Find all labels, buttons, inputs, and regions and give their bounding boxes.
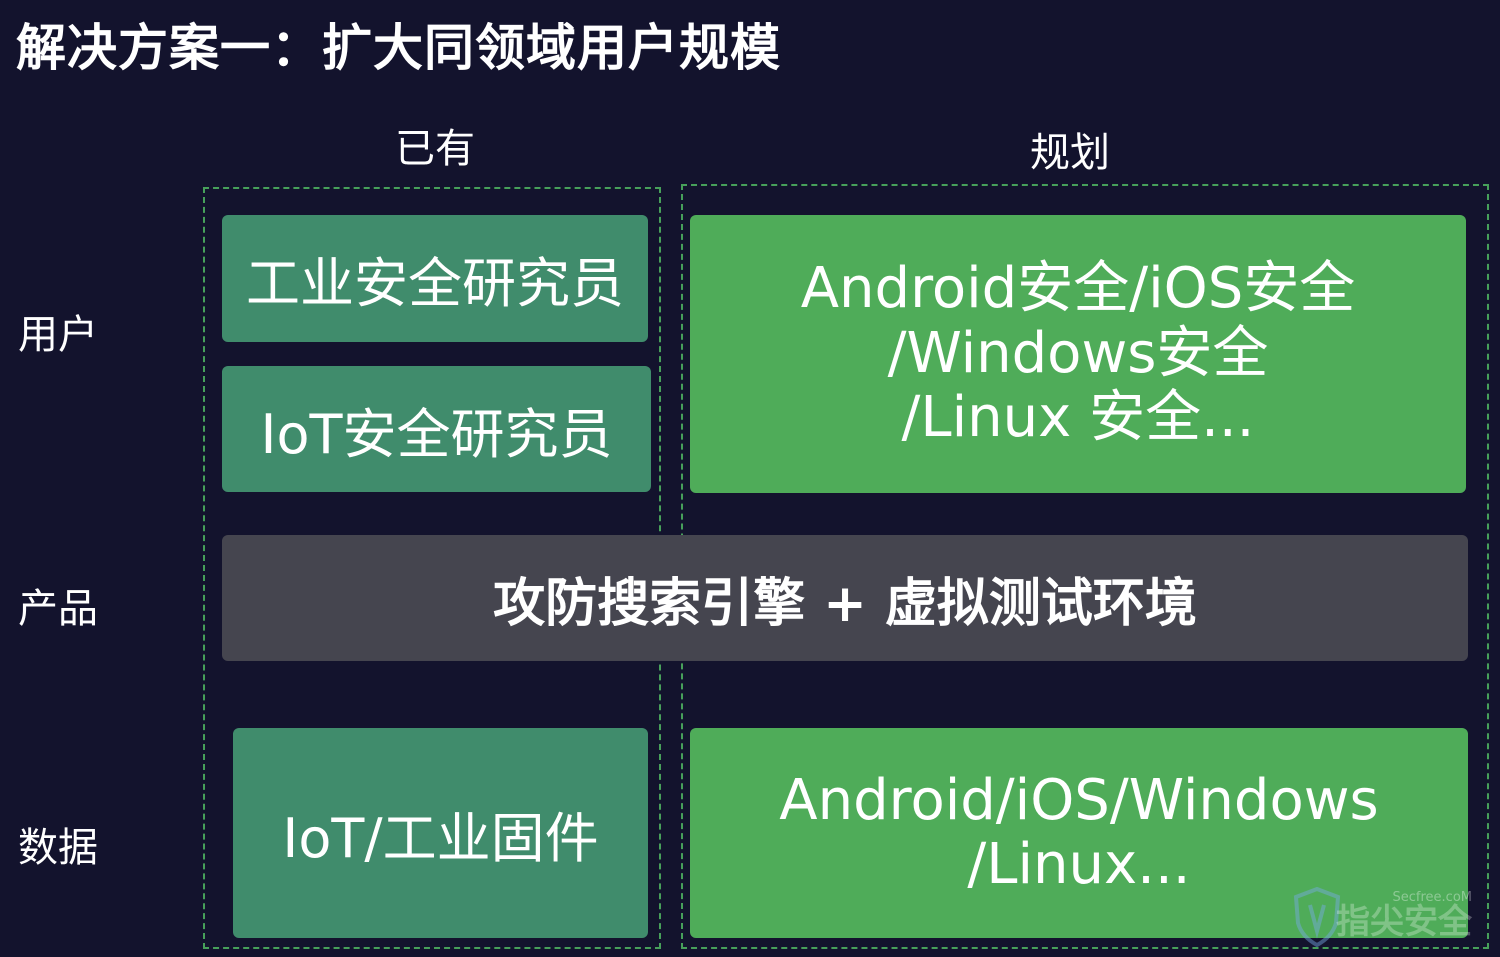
box-planned-data: Android/iOS/Windows /Linux... [690,728,1468,938]
box-industrial-security-researcher: 工业安全研究员 [222,215,648,342]
planned-data-line-1: Android/iOS/Windows [779,767,1379,833]
box-iot-security-researcher-label: IoT安全研究员 [260,402,613,466]
planned-users-line-1: Android安全/iOS安全 [800,256,1356,322]
column-header-existing: 已有 [395,126,475,172]
box-planned-users: Android安全/iOS安全 /Windows安全 /Linux 安全... [690,215,1466,493]
row-label-users: 用户 [18,312,98,358]
watermark-name: 指尖安全 [1336,902,1472,942]
page-title: 解决方案一：扩大同领域用户规模 [16,19,781,77]
box-existing-data-label: IoT/工业固件 [282,806,599,870]
planned-data-line-2: /Linux... [967,832,1191,897]
box-product: 攻防搜索引擎 + 虚拟测试环境 [222,535,1468,661]
shield-logo-icon [1293,887,1341,947]
planned-users-line-2: /Windows安全 [887,320,1269,386]
box-product-label: 攻防搜索引擎 + 虚拟测试环境 [493,573,1197,634]
watermark-site: Secfree.coM [1392,890,1472,905]
planned-users-line-3: /Linux 安全... [901,385,1255,451]
box-iot-security-researcher: IoT安全研究员 [222,366,651,492]
box-existing-data: IoT/工业固件 [233,728,648,938]
box-industrial-security-researcher-label: 工业安全研究员 [246,252,624,315]
column-header-planned: 规划 [1030,130,1110,176]
row-label-product: 产品 [18,586,98,632]
row-label-data: 数据 [18,825,98,871]
